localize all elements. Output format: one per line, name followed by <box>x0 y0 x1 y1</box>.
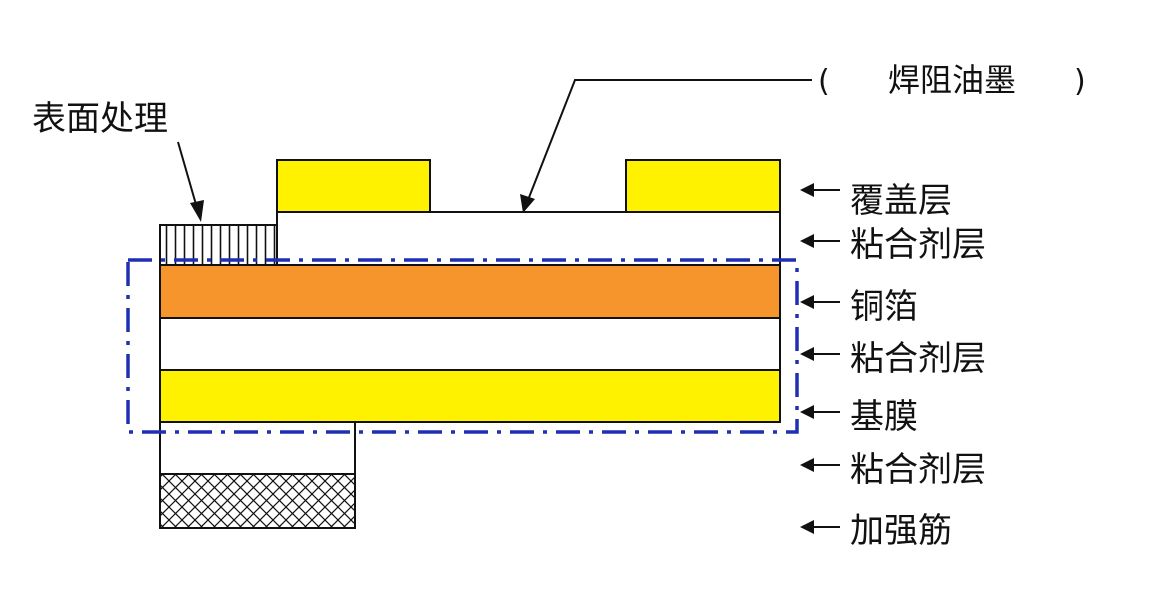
arrow-left-icon <box>800 520 840 534</box>
adhesive-layer-top <box>276 211 781 266</box>
solder-mask-close-paren: ) <box>1074 64 1086 99</box>
pad-left <box>276 159 431 213</box>
arrow-left-icon <box>800 295 840 309</box>
arrow-left-icon <box>800 458 840 472</box>
arrow-left-icon <box>800 234 840 248</box>
copper-foil-layer <box>159 264 781 319</box>
pad-right <box>625 159 781 213</box>
adhesive-layer-middle <box>159 317 781 371</box>
stiffener-block <box>159 473 356 529</box>
layer-label-stiffener: 加强筋 <box>850 511 952 551</box>
layer-label-copper: 铜箔 <box>850 287 918 327</box>
layer-label-base-film: 基膜 <box>850 397 918 437</box>
layer-label-adhesive-3: 粘合剂层 <box>850 450 986 490</box>
solder-mask-open-paren: ( <box>818 64 830 99</box>
core-boundary-dashdot <box>126 258 799 434</box>
surface-treatment-arrow <box>177 141 204 222</box>
layer-label-adhesive-1: 粘合剂层 <box>850 225 986 265</box>
base-film-layer <box>159 369 781 423</box>
layer-arrows <box>800 183 840 534</box>
layer-label-coverlay: 覆盖层 <box>850 181 952 221</box>
solder-mask-leader <box>520 79 812 213</box>
arrow-left-icon <box>800 405 840 419</box>
arrow-left-icon <box>800 183 840 197</box>
arrow-left-icon <box>800 347 840 361</box>
adhesive-layer-bottom <box>159 421 356 475</box>
layer-label-adhesive-2: 粘合剂层 <box>850 339 986 379</box>
solder-mask-label: 焊阻油墨 <box>888 61 1016 99</box>
surface-treatment-label: 表面处理 <box>32 99 168 139</box>
